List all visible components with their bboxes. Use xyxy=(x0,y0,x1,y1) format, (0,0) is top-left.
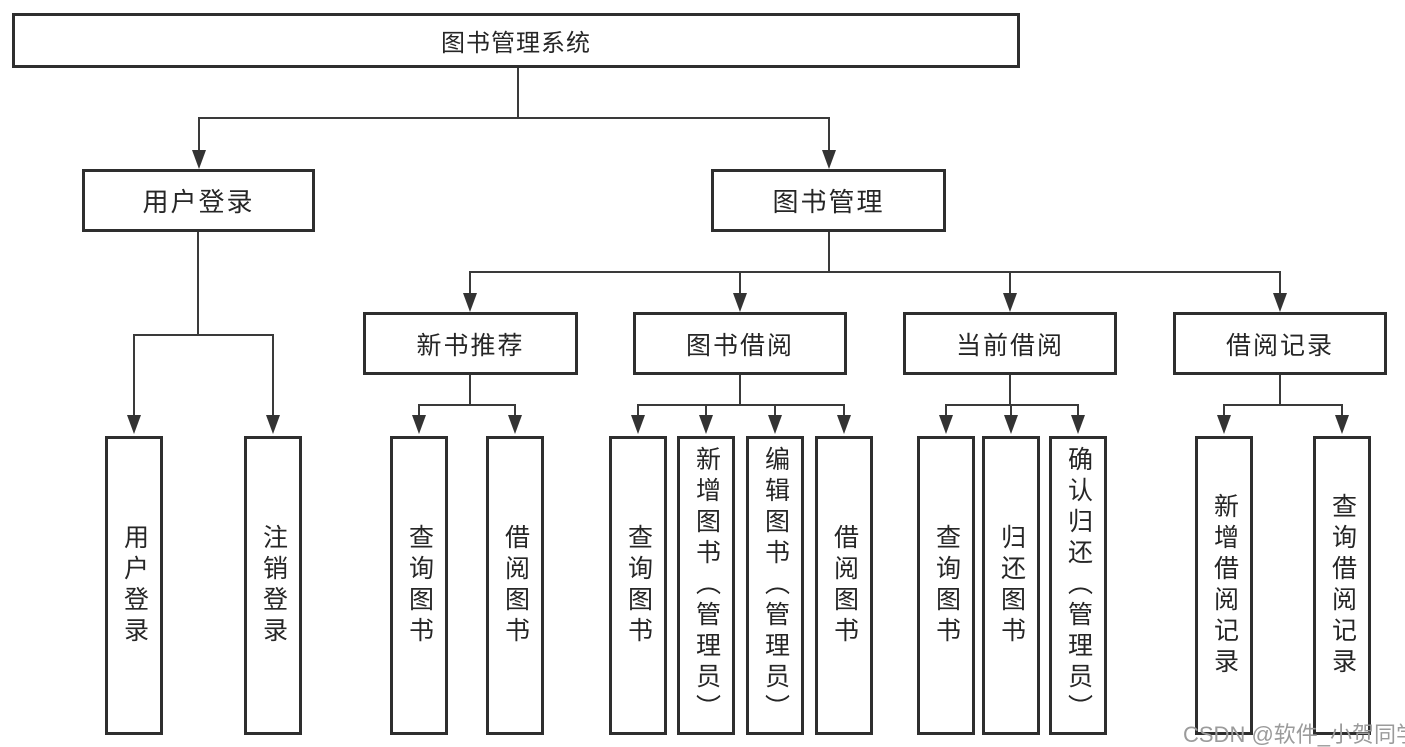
arrow-grp2-query-books xyxy=(631,415,645,434)
node-current-borrow-label: 当前借阅 xyxy=(955,331,1064,360)
node-user-login-label: 用户登录 xyxy=(142,187,255,217)
leaf-borrow-add-books-admin-label: 新增图书（管理员） xyxy=(692,446,721,725)
connector-grp2-c1-stem xyxy=(637,404,639,417)
arrow-grp2-edit-books xyxy=(768,415,782,434)
leaf-current-query-books: 查询图书 xyxy=(917,436,975,735)
arrow-grp3-return-books xyxy=(1004,415,1018,434)
leaf-recommend-borrow-books: 借阅图书 xyxy=(486,436,544,735)
leaf-recommend-query-books: 查询图书 xyxy=(390,436,448,735)
connector-grp2-down xyxy=(739,375,741,406)
node-user-login: 用户登录 xyxy=(82,169,315,232)
connector-root-hbar xyxy=(198,117,830,119)
connector-grp1-c1-stem xyxy=(418,404,420,417)
arrow-grp1-query-books xyxy=(412,415,426,434)
leaf-current-query-books-label: 查询图书 xyxy=(932,523,961,648)
leaf-current-return-books-label: 归还图书 xyxy=(997,523,1026,648)
arrow-to-borrow-records xyxy=(1273,293,1287,312)
connector-grp3-c1-stem xyxy=(945,404,947,417)
connector-grp4-stem xyxy=(1279,271,1281,295)
leaf-current-confirm-return-admin-label: 确认归还（管理员） xyxy=(1064,446,1093,725)
node-book-borrow-label: 图书借阅 xyxy=(685,331,794,360)
connector-grp4-c1-stem xyxy=(1223,404,1225,417)
connector-user-login-hbar xyxy=(133,334,274,336)
leaf-logout: 注销登录 xyxy=(244,436,302,735)
arrow-to-book-borrow xyxy=(733,293,747,312)
arrow-to-logout-leaf xyxy=(266,415,280,434)
leaf-user-login-label: 用户登录 xyxy=(120,523,149,648)
connector-grp1-hbar xyxy=(418,404,516,406)
connector-grp1-c2-stem xyxy=(514,404,516,417)
connector-grp3-c3-stem xyxy=(1077,404,1079,417)
connector-grp1-down xyxy=(469,375,471,406)
leaf-borrow-query-books: 查询图书 xyxy=(609,436,667,735)
node-current-borrow: 当前借阅 xyxy=(903,312,1117,375)
node-borrow-records-label: 借阅记录 xyxy=(1225,331,1334,360)
connector-user-login-stem xyxy=(198,117,200,151)
connector-grp2-c4-stem xyxy=(843,404,845,417)
connector-grp3-hbar xyxy=(945,404,1079,406)
leaf-current-confirm-return-admin: 确认归还（管理员） xyxy=(1049,436,1107,735)
connector-book-mgmt-hbar xyxy=(469,271,1281,273)
connector-book-mgmt-stem xyxy=(828,117,830,151)
leaf-borrow-add-books-admin: 新增图书（管理员） xyxy=(677,436,735,735)
arrow-to-current-borrow xyxy=(1003,293,1017,312)
node-root-label: 图书管理系统 xyxy=(441,30,591,57)
leaf-records-add-record: 新增借阅记录 xyxy=(1195,436,1253,735)
connector-grp3-c2-stem xyxy=(1010,404,1012,417)
connector-root-stem xyxy=(517,68,519,118)
connector-grp1-stem xyxy=(469,271,471,295)
leaf-records-add-record-label: 新增借阅记录 xyxy=(1210,492,1239,679)
node-borrow-records: 借阅记录 xyxy=(1173,312,1387,375)
arrow-grp3-query-books xyxy=(939,415,953,434)
arrow-to-new-book-recommend xyxy=(463,293,477,312)
node-book-management-label: 图书管理 xyxy=(772,187,885,217)
connector-logout-leaf-stem xyxy=(272,334,274,417)
leaf-logout-label: 注销登录 xyxy=(259,523,288,648)
connector-login-leaf-stem xyxy=(133,334,135,417)
leaf-borrow-edit-books-admin: 编辑图书（管理员） xyxy=(746,436,804,735)
connector-user-login-down xyxy=(197,232,199,335)
leaf-borrow-edit-books-admin-label: 编辑图书（管理员） xyxy=(761,446,790,725)
leaf-records-query-record: 查询借阅记录 xyxy=(1313,436,1371,735)
connector-book-mgmt-down xyxy=(828,232,830,272)
node-root-system: 图书管理系统 xyxy=(12,13,1020,68)
node-book-management: 图书管理 xyxy=(711,169,946,232)
leaf-borrow-borrow-books: 借阅图书 xyxy=(815,436,873,735)
arrow-grp3-confirm-return xyxy=(1071,415,1085,434)
leaf-borrow-borrow-books-label: 借阅图书 xyxy=(830,523,859,648)
connector-grp3-stem xyxy=(1009,271,1011,295)
node-new-book-recommend-label: 新书推荐 xyxy=(416,331,525,360)
arrow-grp2-add-books xyxy=(699,415,713,434)
connector-grp4-hbar xyxy=(1223,404,1343,406)
connector-grp2-c3-stem xyxy=(774,404,776,417)
arrow-to-login-leaf xyxy=(127,415,141,434)
connector-grp4-down xyxy=(1279,375,1281,406)
connector-grp3-down xyxy=(1009,375,1011,406)
csdn-watermark: CSDN @软件_小贺同学 xyxy=(1183,722,1405,747)
leaf-records-query-record-label: 查询借阅记录 xyxy=(1328,492,1357,679)
arrow-grp4-query-record xyxy=(1335,415,1349,434)
leaf-recommend-borrow-books-label: 借阅图书 xyxy=(501,523,530,648)
connector-grp2-hbar xyxy=(637,404,845,406)
leaf-user-login: 用户登录 xyxy=(105,436,163,735)
connector-grp2-stem xyxy=(739,271,741,295)
node-book-borrow: 图书借阅 xyxy=(633,312,847,375)
arrow-grp2-borrow-books xyxy=(837,415,851,434)
leaf-current-return-books: 归还图书 xyxy=(982,436,1040,735)
arrow-to-book-management xyxy=(822,150,836,169)
connector-grp2-c2-stem xyxy=(705,404,707,417)
leaf-borrow-query-books-label: 查询图书 xyxy=(624,523,653,648)
leaf-recommend-query-books-label: 查询图书 xyxy=(405,523,434,648)
arrow-to-user-login xyxy=(192,150,206,169)
node-new-book-recommend: 新书推荐 xyxy=(363,312,578,375)
arrow-grp1-borrow-books xyxy=(508,415,522,434)
connector-grp4-c2-stem xyxy=(1341,404,1343,417)
arrow-grp4-add-record xyxy=(1217,415,1231,434)
